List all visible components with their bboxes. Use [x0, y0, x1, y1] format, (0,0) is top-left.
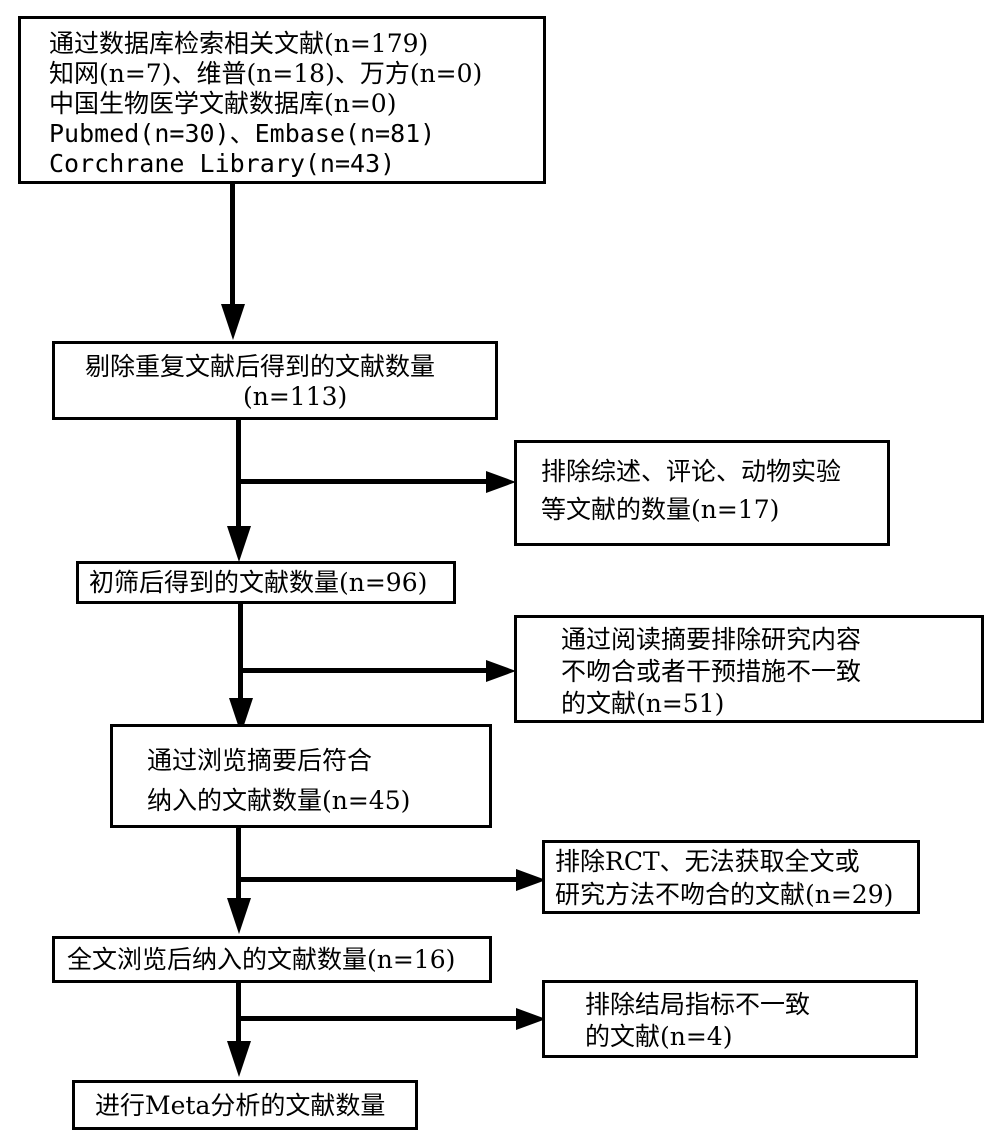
search-line-5: Corchrane Library(n=43): [49, 149, 396, 178]
arrow-down-icon: [227, 526, 251, 562]
arrow-right-icon: [516, 1008, 546, 1030]
exclude-abstract-line-1: 通过阅读摘要排除研究内容: [561, 625, 862, 654]
connector-abstract-fulltext: [236, 828, 241, 902]
dedup-line-2: (n=113): [243, 382, 348, 411]
search-line-1: 通过数据库检索相关文献(n=179): [49, 29, 429, 58]
exclude-reviews-line-2: 等文献的数量(n=17): [541, 495, 780, 524]
exclude-abstract-line-3: 的文献(n=51): [561, 689, 725, 718]
search-line-3: 中国生物医学文献数据库(n=0): [49, 89, 397, 118]
search-line-2: 知网(n=7)、维普(n=18)、万方(n=0): [49, 59, 483, 88]
branch-to-exclude-reviews: [238, 479, 488, 484]
connector-dedup-screen: [236, 420, 241, 530]
arrow-down-icon: [227, 898, 251, 934]
abstract-included-line-1: 通过浏览摘要后符合: [147, 746, 373, 775]
exclude-rct-line-1: 排除RCT、无法获取全文或: [555, 847, 860, 876]
connector-screen-abstract: [238, 604, 243, 702]
exclude-outcome-line-1: 排除结局指标不一致: [585, 990, 811, 1019]
branch-to-exclude-rct: [238, 877, 518, 882]
initial-screen-line-1: 初筛后得到的文献数量(n=96): [89, 568, 428, 597]
exclude-rct-box: 排除RCT、无法获取全文或 研究方法不吻合的文献(n=29): [542, 840, 920, 914]
dedup-line-1: 剔除重复文献后得到的文献数量: [85, 352, 436, 381]
search-box: 通过数据库检索相关文献(n=179) 知网(n=7)、维普(n=18)、万方(n…: [18, 16, 546, 184]
arrow-right-icon: [516, 869, 546, 891]
connector-search-dedup: [230, 184, 235, 308]
search-line-4: Pubmed(n=30)、Embase(n=81): [49, 119, 436, 148]
meta-box: 进行Meta分析的文献数量: [72, 1080, 418, 1130]
exclude-abstract-line-2: 不吻合或者干预措施不一致: [561, 657, 862, 686]
abstract-included-line-2: 纳入的文献数量(n=45): [147, 786, 411, 815]
exclude-outcome-box: 排除结局指标不一致 的文献(n=4): [542, 980, 918, 1058]
arrow-right-icon: [486, 471, 516, 493]
exclude-reviews-line-1: 排除综述、评论、动物实验: [541, 457, 842, 486]
exclude-abstract-box: 通过阅读摘要排除研究内容 不吻合或者干预措施不一致 的文献(n=51): [514, 615, 984, 723]
meta-line-1: 进行Meta分析的文献数量: [95, 1091, 386, 1120]
exclude-reviews-box: 排除综述、评论、动物实验 等文献的数量(n=17): [514, 440, 890, 546]
arrow-down-icon: [227, 1041, 251, 1077]
fulltext-included-line-1: 全文浏览后纳入的文献数量(n=16): [67, 945, 456, 974]
fulltext-included-box: 全文浏览后纳入的文献数量(n=16): [52, 936, 492, 983]
abstract-included-box: 通过浏览摘要后符合 纳入的文献数量(n=45): [110, 724, 492, 828]
connector-fulltext-meta: [236, 983, 241, 1045]
branch-to-exclude-outcome: [238, 1016, 520, 1021]
exclude-rct-line-2: 研究方法不吻合的文献(n=29): [555, 880, 894, 909]
arrow-down-icon: [221, 304, 245, 340]
arrow-right-icon: [486, 660, 516, 682]
initial-screen-box: 初筛后得到的文献数量(n=96): [76, 561, 456, 604]
dedup-box: 剔除重复文献后得到的文献数量 (n=113): [52, 341, 498, 420]
branch-to-exclude-abstract: [240, 668, 490, 673]
exclude-outcome-line-2: 的文献(n=4): [585, 1022, 733, 1051]
